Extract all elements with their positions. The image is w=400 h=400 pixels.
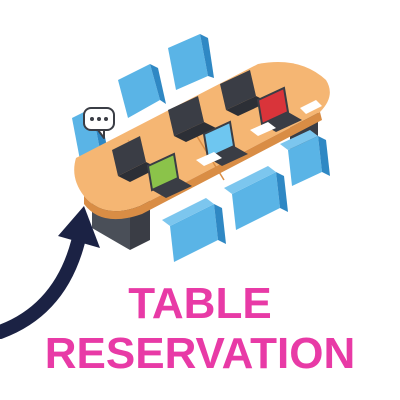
laptop-back-mid	[168, 96, 216, 142]
laptop-blue-screen	[202, 120, 248, 166]
laptop-green-screen	[146, 152, 192, 198]
back-chair-3	[168, 34, 214, 90]
front-chair-right	[280, 130, 330, 186]
speech-bubble-icon	[83, 107, 115, 139]
banner-title-line2: RESERVATION	[44, 329, 356, 378]
banner-title-line1: TABLE	[128, 279, 272, 328]
front-chair-mid	[224, 166, 288, 230]
back-chair-2	[118, 64, 166, 118]
papers	[196, 100, 322, 166]
front-chair-left	[162, 198, 226, 262]
curved-arrow-icon	[0, 206, 100, 339]
